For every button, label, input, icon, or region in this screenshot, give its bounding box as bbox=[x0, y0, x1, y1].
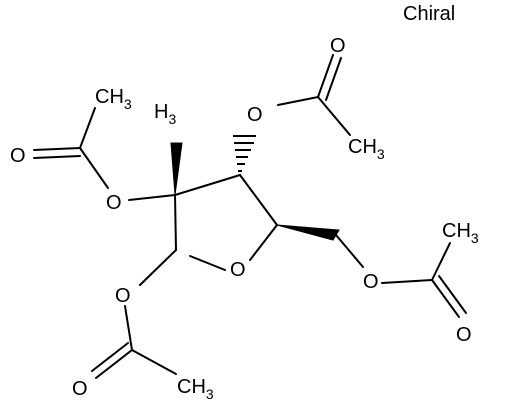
bond-c-o-bl-b bbox=[91, 342, 129, 372]
chiral-label: Chiral bbox=[403, 3, 455, 25]
bond-c-ch3-br bbox=[431, 242, 451, 281]
carbonyl-oxygen-bottom-right-label: O bbox=[456, 324, 472, 346]
carbonyl-oxygen-bottom-left-label: O bbox=[72, 378, 88, 400]
bond-c-o-tr-a bbox=[317, 54, 334, 98]
bond-c-o-tl-b bbox=[33, 155, 81, 159]
bond-o-c-br bbox=[381, 279, 433, 284]
methyl-c2-label: H3 bbox=[154, 101, 176, 127]
bond-c-o-br-b bbox=[438, 275, 467, 314]
carbonyl-oxygen-top-left-label: O bbox=[10, 145, 26, 167]
bond-c-o-bl-a bbox=[95, 349, 133, 379]
substituent-bonds bbox=[33, 54, 467, 379]
bond-c1-o bbox=[139, 249, 177, 286]
bond-c1-c2 bbox=[174, 194, 177, 251]
bond-c-ch3-tl bbox=[79, 107, 96, 149]
hash-bond-c3-o bbox=[233, 135, 256, 172]
bond-c-ch3-bl bbox=[131, 349, 177, 375]
bond-o-c-bl bbox=[124, 305, 133, 351]
ester-oxygen-c1-label: O bbox=[115, 285, 131, 307]
bond-c4-o-ring bbox=[249, 224, 278, 261]
methyl-bottom-left-label: CH3 bbox=[177, 376, 214, 402]
carbonyl-oxygen-top-right-label: O bbox=[330, 35, 346, 57]
methyl-top-right-label: CH3 bbox=[348, 136, 385, 162]
ester-oxygen-c3-label: O bbox=[247, 104, 263, 126]
bond-c-o-br-a bbox=[431, 279, 460, 318]
wedge-bond-methyl bbox=[170, 142, 183, 196]
ester-oxygen-c5-label: O bbox=[363, 271, 379, 293]
ester-oxygen-c2-label: O bbox=[106, 192, 122, 214]
bond-c3-c4 bbox=[239, 174, 278, 226]
bond-ch2-o bbox=[335, 234, 364, 268]
bond-c-o-tl-a bbox=[33, 147, 81, 151]
bond-o-ring-c1 bbox=[189, 255, 226, 271]
ring-bonds bbox=[174, 174, 278, 271]
wedge-bond-c4-ch2 bbox=[276, 224, 340, 241]
bond-c-o-tr-b bbox=[325, 57, 342, 101]
bond-c2-c3 bbox=[174, 174, 241, 196]
bond-c2-o bbox=[128, 194, 176, 201]
bond-c-ch3-tr bbox=[317, 96, 351, 136]
methyl-top-left-label: CH3 bbox=[95, 86, 132, 112]
bond-o-c-tl bbox=[79, 147, 109, 189]
bond-o-c-tr bbox=[277, 96, 319, 106]
ring-oxygen-label: O bbox=[230, 259, 246, 281]
methyl-bottom-right-label: CH3 bbox=[442, 220, 479, 246]
